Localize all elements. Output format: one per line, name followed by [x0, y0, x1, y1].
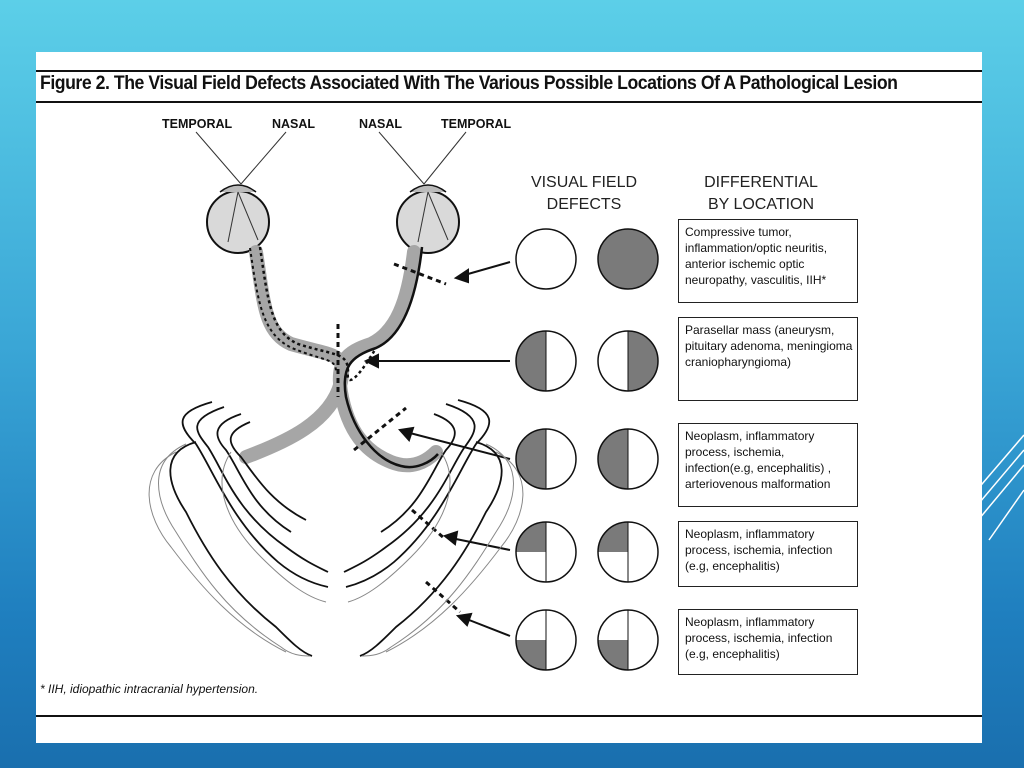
field-right-eye-row-2	[598, 331, 658, 391]
footer-rule	[36, 715, 982, 717]
visual-field-circles	[36, 52, 982, 743]
field-left-eye-row-2	[516, 331, 576, 391]
field-right-eye-row-3	[598, 429, 658, 489]
field-left-eye-row-3	[516, 429, 576, 489]
field-right-eye-row-1	[598, 229, 658, 289]
field-left-eye-row-4	[516, 522, 576, 582]
field-left-eye-row-5	[516, 610, 576, 670]
footnote: * IIH, idiopathic intracranial hypertens…	[40, 682, 258, 696]
field-left-eye-row-1	[516, 229, 576, 289]
field-right-eye-row-4	[598, 522, 658, 582]
field-right-eye-row-5	[598, 610, 658, 670]
figure-panel: Figure 2. The Visual Field Defects Assoc…	[36, 52, 982, 743]
